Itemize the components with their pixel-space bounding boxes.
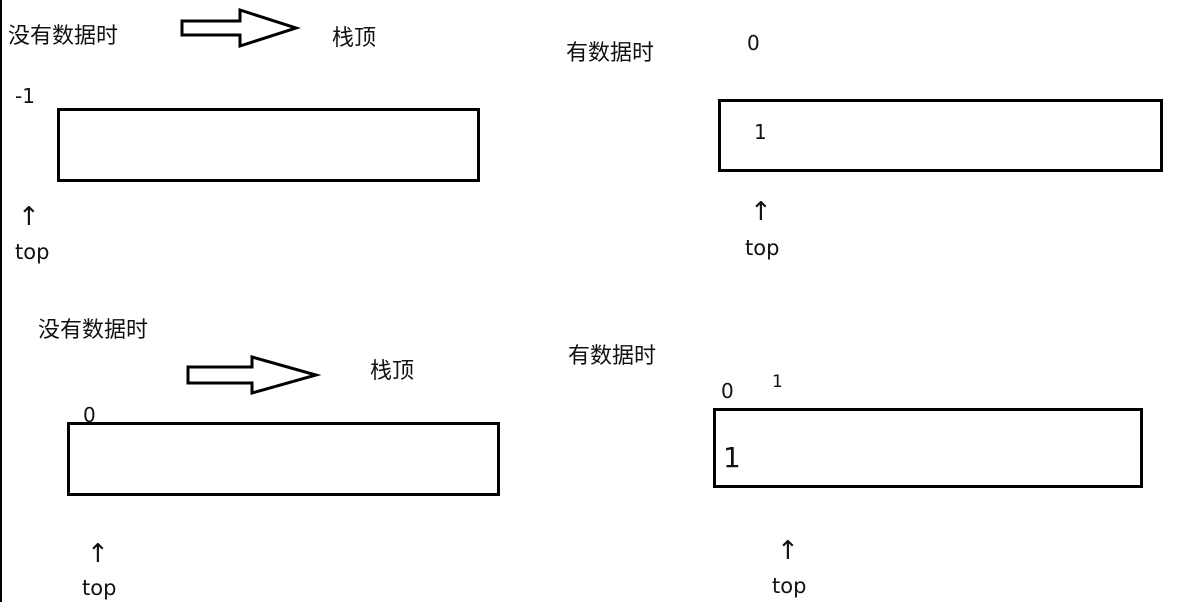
right-block-arrow-icon bbox=[180, 7, 301, 49]
index-label: -1 bbox=[15, 84, 35, 108]
top-pointer-label: top bbox=[745, 236, 780, 260]
top-pointer-label: top bbox=[82, 576, 117, 600]
up-arrow-icon: ↑ bbox=[777, 536, 799, 566]
stack-array-box bbox=[718, 99, 1163, 172]
right-block-arrow-icon bbox=[186, 355, 322, 395]
top-pointer-label: top bbox=[772, 574, 807, 598]
stack-cell-value: 1 bbox=[754, 120, 767, 144]
index-label-1: 1 bbox=[772, 372, 783, 392]
index-label-0: 0 bbox=[721, 379, 734, 403]
index-label: 0 bbox=[747, 31, 760, 55]
stack-array-box bbox=[713, 408, 1143, 488]
up-arrow-icon: ↑ bbox=[87, 539, 109, 569]
left-border-line bbox=[0, 0, 2, 602]
panel-heading: 有数据时 bbox=[568, 344, 657, 369]
panel-heading: 有数据时 bbox=[566, 41, 655, 66]
panel-heading: 没有数据时 bbox=[38, 318, 149, 343]
top-pointer-label: top bbox=[15, 240, 50, 264]
stack-cell-value: 1 bbox=[723, 441, 741, 474]
up-arrow-icon: ↑ bbox=[18, 202, 40, 232]
stack-top-label: 栈顶 bbox=[332, 26, 377, 51]
up-arrow-icon: ↑ bbox=[750, 197, 772, 227]
stack-array-box bbox=[67, 422, 500, 496]
index-label: 0 bbox=[83, 403, 96, 427]
panel-heading: 没有数据时 bbox=[8, 24, 119, 49]
stack-array-box bbox=[57, 108, 480, 182]
stack-top-label: 栈顶 bbox=[370, 359, 415, 384]
